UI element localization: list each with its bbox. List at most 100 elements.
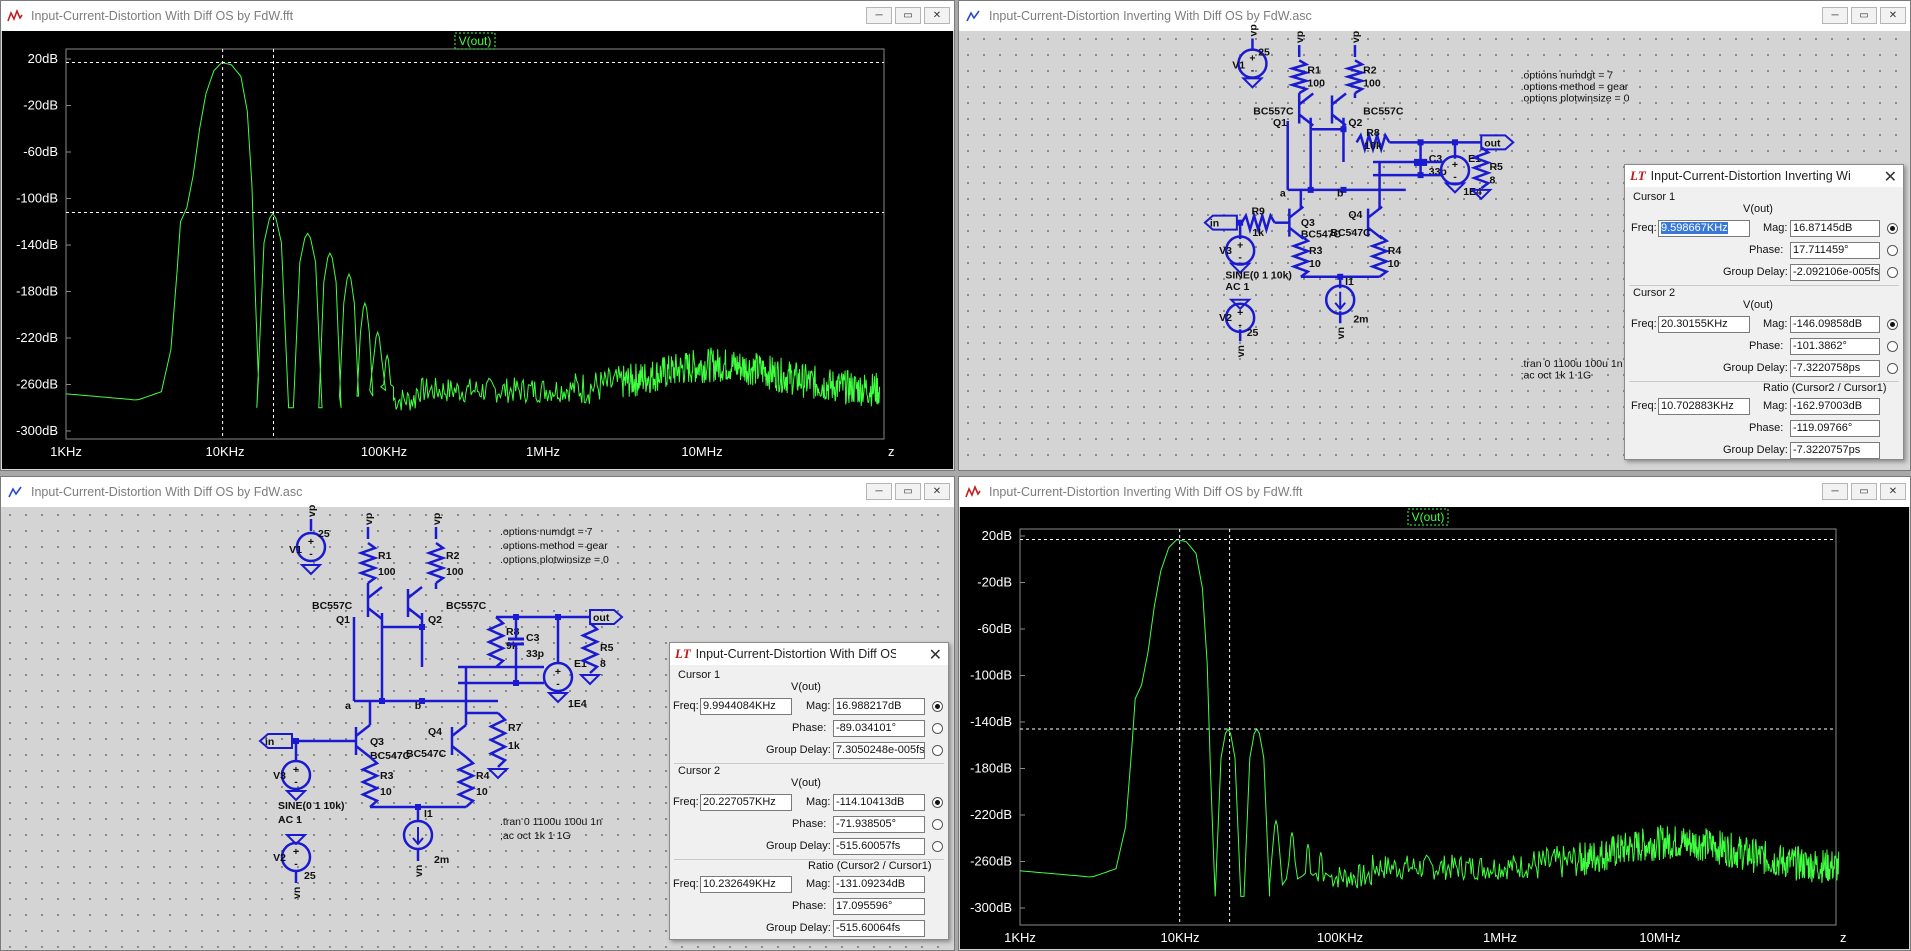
cursor1-phase-radio[interactable] [1887, 245, 1898, 256]
q1-label: Q1 [336, 614, 350, 626]
cursor-dialog-noninverting[interactable]: LT Input-Current-Distortion With Diff OS… [669, 642, 949, 940]
cursor1-mag-field[interactable]: 16.988217dB [833, 698, 925, 715]
window-titlebar[interactable]: Input-Current-Distortion With Diff OS by… [1, 477, 954, 507]
ratio-freq-field[interactable]: 10.702883KHz [1658, 398, 1750, 415]
cursor2-freq-field[interactable]: 20.227057KHz [700, 794, 792, 811]
schematic-drawing[interactable]: +-vpV125vpR1100vpR2100BC557CQ1BC557CQ2R8… [960, 24, 1911, 471]
window-titlebar[interactable]: Input-Current-Distortion Inverting With … [959, 1, 1910, 31]
v3-sine: SINE(0 1 10k) [278, 800, 345, 812]
port-label-in: in [265, 736, 274, 748]
fft-plot-area[interactable]: 20dB-20dB-60dB-100dB-140dB-180dB-220dB-2… [2, 31, 953, 469]
minimize-button[interactable]: ─ [866, 7, 892, 24]
cursor2-gd-radio[interactable] [932, 841, 943, 852]
cursor2-freq-field[interactable]: 20.30155KHz [1658, 316, 1750, 333]
cursor1-gd-radio[interactable] [1887, 267, 1898, 278]
group-delay-label: Group Delay: [766, 744, 831, 756]
maximize-button[interactable]: ▭ [1851, 483, 1877, 500]
cursor1-groupdelay-field[interactable]: -2.092106e-005fs [1790, 264, 1880, 281]
minimize-button[interactable]: ─ [1822, 483, 1848, 500]
r1-value: 100 [1307, 78, 1325, 90]
cursor1-freq-field[interactable]: 9.598667KHz [1661, 222, 1728, 234]
y-tick-label: -100dB [16, 191, 58, 206]
r2-label: R2 [446, 550, 460, 562]
r1-value: 100 [378, 566, 396, 578]
y-tick-label: 20dB [982, 528, 1012, 543]
close-icon[interactable]: ✕ [1883, 169, 1897, 186]
close-button[interactable]: ✕ [924, 7, 950, 24]
v2-source-minus: - [1238, 319, 1242, 331]
junction [1452, 139, 1458, 146]
spice-directive: ;ac oct 1k 1 1G [500, 830, 571, 842]
r5-resistor [1470, 146, 1492, 190]
window-titlebar[interactable]: Input-Current-Distortion Inverting With … [959, 477, 1910, 507]
close-button[interactable]: ✕ [1880, 7, 1906, 24]
cursor-dialog-inverting[interactable]: LT Input-Current-Distortion Inverting Wi… [1624, 164, 1904, 460]
close-button[interactable]: ✕ [1880, 483, 1906, 500]
ratio-groupdelay-field[interactable]: -7.3220757ps [1790, 442, 1880, 459]
y-tick-label: -180dB [16, 284, 58, 299]
cursor1-gd-radio[interactable] [932, 745, 943, 756]
cursor2-mag-field[interactable]: -146.09858dB [1790, 316, 1880, 333]
cursor1-freq-field[interactable]: 9.9944084KHz [700, 698, 792, 715]
cursor2-mag-radio[interactable] [932, 797, 943, 808]
e1-source-minus: - [1453, 171, 1457, 183]
cursor2-phase-field[interactable]: -71.938505° [833, 816, 925, 833]
fft-plot-area[interactable]: 20dB-20dB-60dB-100dB-140dB-180dB-220dB-2… [960, 507, 1909, 949]
cursor2-groupdelay-field[interactable]: -515.60057fs [833, 838, 925, 855]
net-label-vn: vn [1235, 345, 1247, 357]
cursor2-phase-field[interactable]: -101.3862° [1790, 338, 1880, 355]
close-button[interactable]: ✕ [924, 483, 950, 500]
x-tick-label: 100KHz [361, 444, 407, 459]
fft-window-top-left[interactable]: Input-Current-Distortion With Diff OS by… [0, 0, 955, 471]
minimize-button[interactable]: ─ [866, 483, 892, 500]
junction [1237, 219, 1244, 226]
cursor2-groupdelay-field[interactable]: -7.3220758ps [1790, 360, 1880, 377]
cursor2-mag-field[interactable]: -114.10413dB [833, 794, 925, 811]
cursor2-phase-radio[interactable] [1887, 341, 1898, 352]
dialog-titlebar[interactable]: LT Input-Current-Distortion Inverting Wi… [1625, 165, 1903, 187]
ratio-phase-field[interactable]: -119.09766° [1790, 420, 1880, 437]
ground-symbol [1228, 262, 1252, 275]
y-tick-label: -20dB [977, 575, 1012, 590]
fft-plot[interactable]: 20dB-20dB-60dB-100dB-140dB-180dB-220dB-2… [2, 31, 955, 471]
cursor1-phase-field[interactable]: -89.034101° [833, 720, 925, 737]
cursor1-phase-field[interactable]: 17.711459° [1790, 242, 1880, 259]
trace-label-box [454, 32, 496, 50]
junction [1417, 139, 1424, 146]
cursor2-mag-radio[interactable] [1887, 319, 1898, 330]
r7-label: R7 [508, 722, 522, 734]
cursor1-phase-radio[interactable] [932, 723, 943, 734]
cursor2-gd-radio[interactable] [1887, 363, 1898, 374]
cursor1-mag-field[interactable]: 16.87145dB [1790, 220, 1880, 237]
r1-label: R1 [1307, 64, 1321, 76]
fft-plot[interactable]: 20dB-20dB-60dB-100dB-140dB-180dB-220dB-2… [960, 507, 1911, 951]
r9-label: R9 [1251, 205, 1265, 217]
cursor1-mag-radio[interactable] [1887, 223, 1898, 234]
maximize-button[interactable]: ▭ [895, 7, 921, 24]
schematic-app-icon [8, 486, 22, 498]
ratio-phase-field[interactable]: 17.095596° [833, 898, 925, 915]
q4-transistor [450, 724, 467, 758]
v3-label: V3 [273, 770, 286, 782]
ratio-mag-field[interactable]: -162.97003dB [1790, 398, 1880, 415]
ratio-groupdelay-field[interactable]: -515.60064fs [833, 920, 925, 937]
junction [419, 698, 425, 704]
v2-source-plus: + [1237, 307, 1243, 319]
window-titlebar[interactable]: Input-Current-Distortion With Diff OS by… [1, 1, 954, 31]
cursor2-phase-radio[interactable] [932, 819, 943, 830]
cursor1-groupdelay-field[interactable]: 7.3050248e-005fs [833, 742, 925, 759]
ratio-freq-field[interactable]: 10.232649KHz [700, 876, 792, 893]
minimize-button[interactable]: ─ [1822, 7, 1848, 24]
fft-window-bottom-right[interactable]: Input-Current-Distortion Inverting With … [958, 476, 1911, 951]
e1-value: 1E4 [568, 698, 587, 710]
q2-type: BC557C [1363, 105, 1404, 117]
schematic-drawing[interactable]: +-vpV125vpR1100vpR2100BC557CQ1BC557CQ2R8… [2, 505, 955, 951]
close-icon[interactable]: ✕ [928, 647, 942, 664]
divider [1629, 285, 1899, 286]
maximize-button[interactable]: ▭ [1851, 7, 1877, 24]
cursor1-mag-radio[interactable] [932, 701, 943, 712]
maximize-button[interactable]: ▭ [895, 483, 921, 500]
ratio-mag-field[interactable]: -131.09234dB [833, 876, 925, 893]
r7-resistor [488, 712, 508, 768]
dialog-titlebar[interactable]: LT Input-Current-Distortion With Diff OS… [670, 643, 948, 665]
